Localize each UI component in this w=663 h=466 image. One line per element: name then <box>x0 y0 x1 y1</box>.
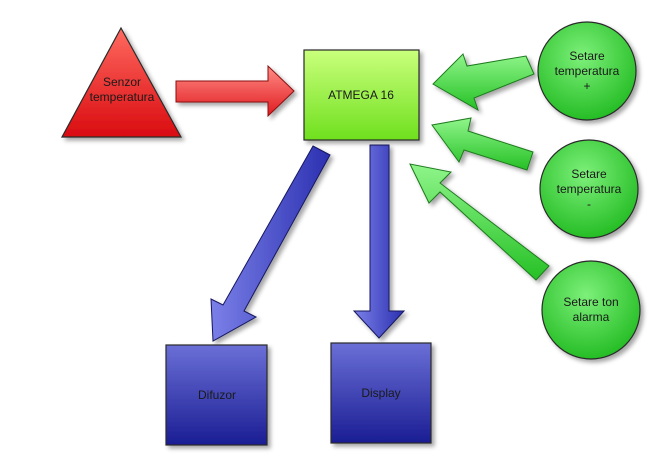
arrow-alarm-to-mcu <box>409 163 550 281</box>
node-alarm-tone-label-1: Setare ton <box>563 295 618 309</box>
node-mcu: ATMEGA 16 <box>303 49 420 141</box>
arrow-sensor-to-mcu <box>175 64 295 118</box>
node-mcu-label: ATMEGA 16 <box>328 88 394 102</box>
node-temp-minus-label-1: Setare <box>571 167 607 181</box>
node-display-label: Display <box>361 386 400 400</box>
node-temp-plus-label-2: temperatura <box>555 64 620 78</box>
node-diffuser-label: Difuzor <box>198 388 236 402</box>
arrow-mcu-to-display <box>352 144 406 339</box>
node-alarm-tone: Setare ton alarma <box>541 260 641 360</box>
node-temp-plus: Setare temperatura + <box>537 21 637 121</box>
node-display: Display <box>330 342 432 444</box>
node-temp-plus-label-1: Setare <box>569 49 605 63</box>
arrow-temp-plus-to-mcu <box>432 53 535 112</box>
node-alarm-tone-label-2: alarma <box>573 310 610 324</box>
node-sensor: Senzor temperatura <box>60 26 183 138</box>
node-sensor-label-2: temperatura <box>90 90 155 104</box>
node-diffuser: Difuzor <box>165 344 268 446</box>
arrow-temp-minus-to-mcu <box>431 117 534 171</box>
arrow-mcu-to-diffuser <box>210 145 331 342</box>
node-temp-minus: Setare temperatura - <box>539 139 639 239</box>
node-sensor-label-1: Senzor <box>103 75 141 89</box>
node-temp-plus-label-3: + <box>583 79 590 93</box>
node-temp-minus-label-3: - <box>587 197 591 211</box>
node-temp-minus-label-2: temperatura <box>557 182 622 196</box>
